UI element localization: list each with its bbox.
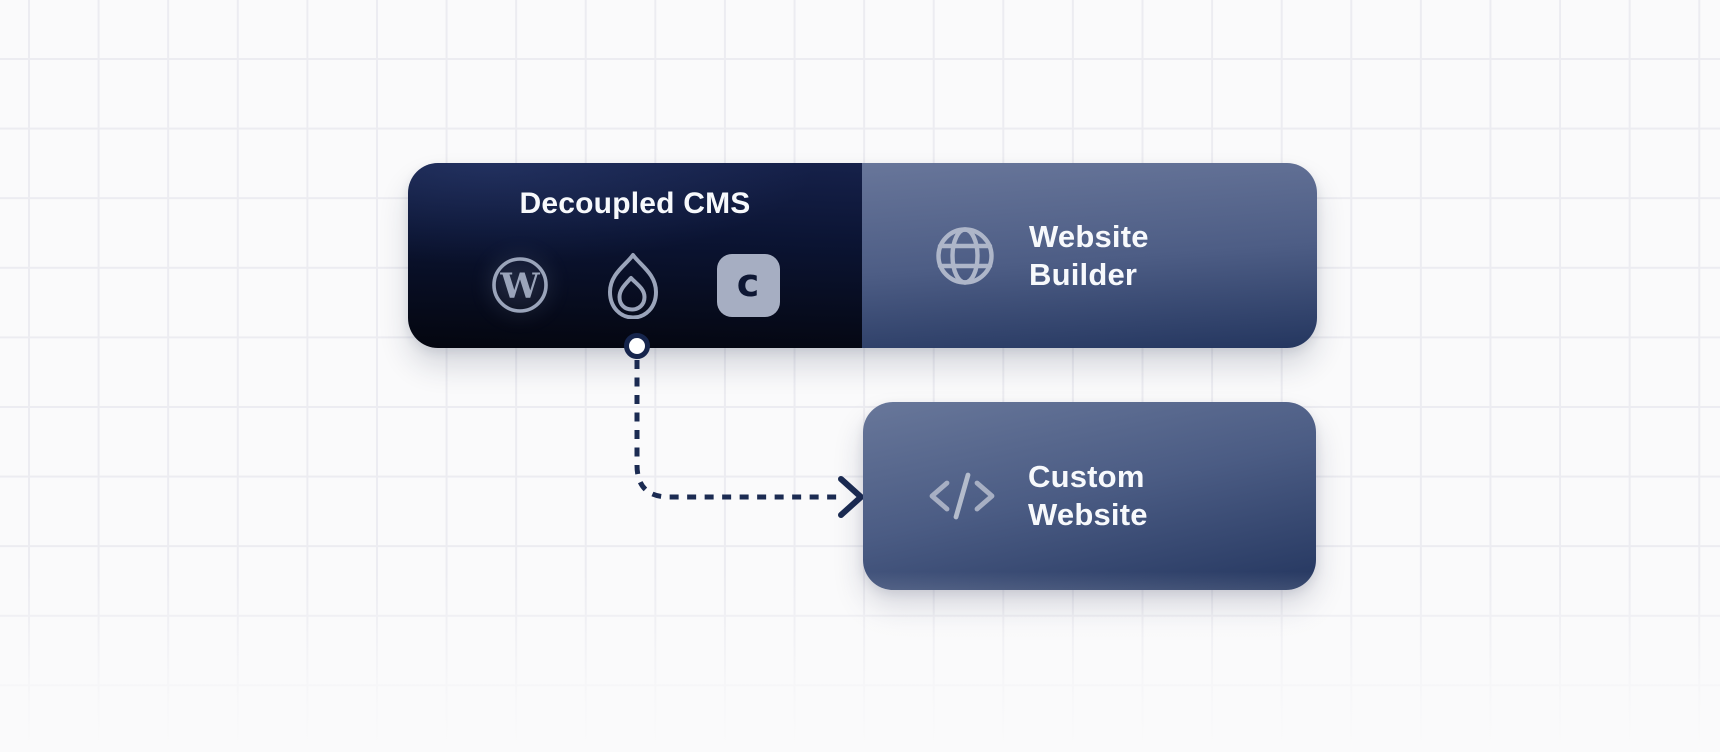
website-builder-label: Website Builder [1029,218,1149,294]
decoupled-cms-node: Decoupled CMS W c [408,163,862,348]
dashed-arrow-connector [634,360,864,518]
top-node-group: Decoupled CMS W c [408,163,1317,348]
custom-website-label: Custom Website [1028,458,1148,534]
connector-dot [624,333,650,359]
cms-icon-row: W c [491,253,780,319]
drupal-icon [607,253,658,319]
wordpress-icon: W [491,257,548,313]
decoupled-cms-title: Decoupled CMS [519,187,751,220]
globe-icon [936,226,994,285]
website-builder-node: Website Builder [862,163,1317,348]
letter-c-icon: c [716,253,780,317]
code-icon [929,472,995,520]
custom-website-label-line2: Website [1028,497,1148,532]
website-builder-label-line2: Builder [1029,256,1138,292]
custom-website-node: Custom Website [863,402,1316,590]
svg-text:W: W [499,266,540,307]
custom-website-label-line1: Custom [1028,459,1145,494]
website-builder-label-line1: Website [1029,218,1149,254]
